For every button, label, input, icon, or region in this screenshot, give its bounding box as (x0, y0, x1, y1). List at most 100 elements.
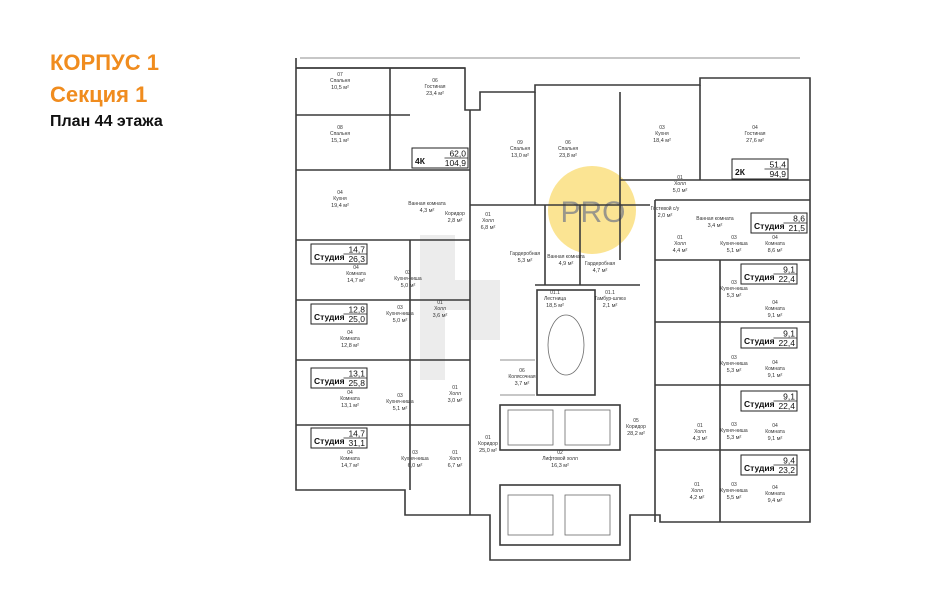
room-name: Гардеробная (585, 261, 616, 267)
room-number: 01 (694, 482, 700, 488)
apartment-total-area: 26,3 (348, 254, 365, 264)
apartment-total-area: 22,4 (778, 274, 795, 284)
room-area: 23,4 м² (426, 91, 444, 97)
room-number: 01.1 (550, 290, 560, 296)
room-area: 9,1 м² (768, 373, 783, 379)
room-area: 28,2 м² (627, 431, 645, 437)
room-number: 06 (432, 78, 438, 84)
room-area: 13,0 м² (511, 153, 529, 159)
room-area: 4,3 м² (693, 436, 708, 442)
room-area: 2,8 м² (448, 218, 463, 224)
apartment-type: Студия (314, 312, 345, 322)
room-name: Комната (340, 396, 360, 402)
room-area: 18,5 м² (546, 303, 564, 309)
section-title: Секция 1 (50, 82, 148, 107)
floor-title: План 44 этажа (50, 113, 163, 130)
room-area: 5,3 м² (727, 293, 742, 299)
room-name: Комната (765, 366, 785, 372)
room-name: Лестница (544, 296, 566, 302)
room-area: 5,1 м² (393, 406, 408, 412)
room-area: 4,7 м² (593, 268, 608, 274)
room-area: 4,9 м² (559, 261, 574, 267)
room-name: Кухня-ниша (720, 286, 748, 292)
room-area: 2,0 м² (658, 213, 673, 219)
room-name: Кухня-ниша (394, 276, 422, 282)
room-number: 03 (405, 270, 411, 276)
room-area: 5,3 м² (727, 435, 742, 441)
room-number: 01 (452, 450, 458, 456)
room-area: 3,6 м² (433, 313, 448, 319)
room-name: Гостиная (425, 84, 446, 90)
room-name: Холл (482, 218, 494, 224)
room-name: Комната (765, 491, 785, 497)
room-area: 27,6 м² (746, 138, 764, 144)
apartment-type: 4К (415, 156, 426, 166)
apartment-tag: Студия 9,122,4 (740, 263, 798, 285)
room-area: 9,4 м² (768, 498, 783, 504)
watermark-circle (548, 166, 636, 254)
room-name: Комната (765, 306, 785, 312)
room-area: 15,1 м² (331, 138, 349, 144)
apartment-total-area: 94,9 (769, 169, 786, 179)
apartment-type: Студия (744, 272, 775, 282)
room-name: Спальня (330, 78, 350, 84)
watermark: PRO (420, 166, 636, 380)
room-area: 3,0 м² (448, 398, 463, 404)
room-name: Ванная комната (696, 216, 734, 222)
apartment-type: Студия (314, 376, 345, 386)
room-name: Спальня (558, 146, 578, 152)
room-number: 04 (347, 450, 353, 456)
room-name: Кухня (655, 131, 669, 137)
room-area: 2,1 м² (603, 303, 618, 309)
room-number: 05 (633, 418, 639, 424)
watermark-arrow (420, 235, 500, 380)
room-name: Кухня-ниша (401, 456, 429, 462)
room-name: Спальня (330, 131, 350, 137)
room-area: 10,5 м² (331, 85, 349, 91)
room-number: 03 (731, 482, 737, 488)
apartment-tags: 4К62,0104,92К51,494,9Студия8,621,5Студия… (310, 147, 808, 476)
room-area: 6,0 м² (408, 463, 423, 469)
building-title: КОРПУС 1 (50, 50, 159, 75)
watermark-text: PRO (560, 196, 625, 229)
room-area: 5,0 м² (401, 283, 416, 289)
room-name: Ванная комната (408, 201, 446, 207)
room-area: 5,1 м² (727, 248, 742, 254)
room: Гостевой с/у2,0 м² (651, 205, 680, 219)
room-name: Колясочная (508, 374, 536, 380)
room-number: 03 (731, 355, 737, 361)
room-number: 07 (337, 72, 343, 78)
room-name: Кухня-ниша (720, 241, 748, 247)
room-area: 5,3 м² (727, 368, 742, 374)
room-number: 01 (485, 435, 491, 441)
room-area: 16,3 м² (551, 463, 569, 469)
room-name: Комната (346, 271, 366, 277)
room-number: 08 (337, 125, 343, 131)
apartment-living-area: 13,1 (348, 369, 365, 379)
room-area: 4,4 м² (673, 248, 688, 254)
room-number: 03 (412, 450, 418, 456)
apartment-living-area: 9,1 (783, 265, 795, 275)
room-name: Холл (674, 241, 686, 247)
room-area: 3,4 м² (708, 223, 723, 229)
room-number: 04 (752, 125, 758, 131)
room-area: 4,2 м² (690, 495, 705, 501)
